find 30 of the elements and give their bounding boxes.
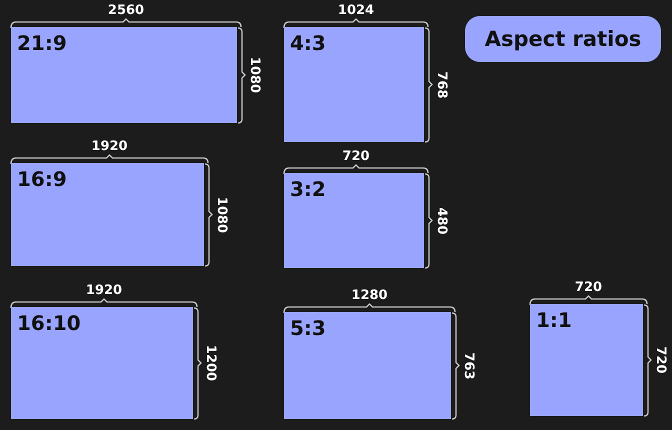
- height-dimension: 1080: [214, 196, 228, 233]
- screen-rectangle: [284, 312, 451, 419]
- width-dimension: 2560: [108, 4, 144, 18]
- width-dimension: 1920: [86, 284, 122, 298]
- width-dimension: 720: [574, 281, 602, 295]
- screen-rectangle: [284, 173, 424, 268]
- ratio-label: 4:3: [290, 31, 326, 55]
- screen-rectangle: [11, 163, 204, 266]
- ratio-label: 1:1: [536, 308, 572, 332]
- ratio-label: 21:9: [17, 31, 67, 55]
- screen-rectangle: [11, 307, 193, 419]
- height-dimension: 1080: [247, 56, 261, 94]
- ratio-label: 16:9: [17, 167, 67, 191]
- height-dimension: 480: [434, 206, 448, 234]
- ratio-label: 3:2: [290, 177, 326, 201]
- ratio-label: 5:3: [290, 316, 326, 340]
- width-dimension: 1024: [338, 4, 374, 18]
- width-dimension: 1280: [351, 289, 388, 303]
- ratio-label: 16:10: [17, 311, 81, 335]
- width-dimension: 720: [342, 150, 370, 164]
- title-text: Aspect ratios: [484, 27, 642, 51]
- screen-rectangle: [11, 27, 237, 123]
- screen-rectangle: [284, 27, 424, 142]
- screen-rectangle: [530, 304, 643, 416]
- height-dimension: 768: [434, 70, 448, 98]
- title-badge: [465, 16, 661, 62]
- height-dimension: 1200: [203, 344, 217, 382]
- width-dimension: 1920: [91, 140, 128, 154]
- height-dimension: 763: [461, 352, 475, 380]
- height-dimension: 720: [653, 346, 667, 374]
